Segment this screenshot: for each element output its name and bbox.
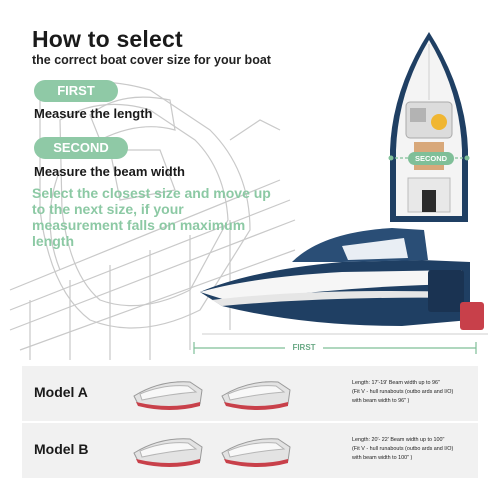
step-first-badge: FIRST [34,80,118,102]
spec-line: (Fit V - hull runabouts (outbo ards and … [352,446,454,452]
spec-line: Length: 20'- 22' Beam width up to 100" [352,437,445,443]
length-marker-label: FIRST [285,342,323,354]
row-divider [22,421,478,423]
spec-line: (Fit V - hull runabouts (outbo ards and … [352,389,454,395]
top-view-boat-illustration [388,32,470,222]
model-name: Model A [34,384,88,400]
model-spec: Length: 17'-19' Beam width up to 96" (Fi… [352,379,476,406]
covered-boat-icon [221,381,291,410]
model-spec: Length: 20'- 22' Beam width up to 100" (… [352,436,476,463]
spec-line: Length: 17'-19' Beam width up to 96" [352,380,440,386]
spec-line: with beam width to 96" ) [352,398,410,404]
background-boat-sketch [9,81,296,360]
model-name: Model B [34,441,89,457]
step-first-text: Measure the length [34,106,153,121]
page-subtitle: the correct boat cover size for your boa… [32,53,271,67]
covered-boat-icon [133,438,203,467]
page-title: How to select [32,26,183,52]
step-second-badge: SECOND [34,137,128,159]
model-row: Model B Length: 20'- 22' Beam width up t… [22,423,478,478]
beam-marker-label: SECOND [408,152,454,165]
length-measurement-line [193,342,477,354]
covered-boat-icon [221,438,291,467]
covered-boat-icon [133,381,203,410]
model-size-table: Model A Length: 17'-19' Beam width up to… [22,366,478,480]
size-note: Select the closest size and move up to t… [32,185,271,249]
side-view-boat-illustration [200,228,488,335]
step-second-text: Measure the beam width [34,164,185,179]
spec-line: with beam width to 100" ) [352,455,413,461]
model-row: Model A Length: 17'-19' Beam width up to… [22,366,478,423]
